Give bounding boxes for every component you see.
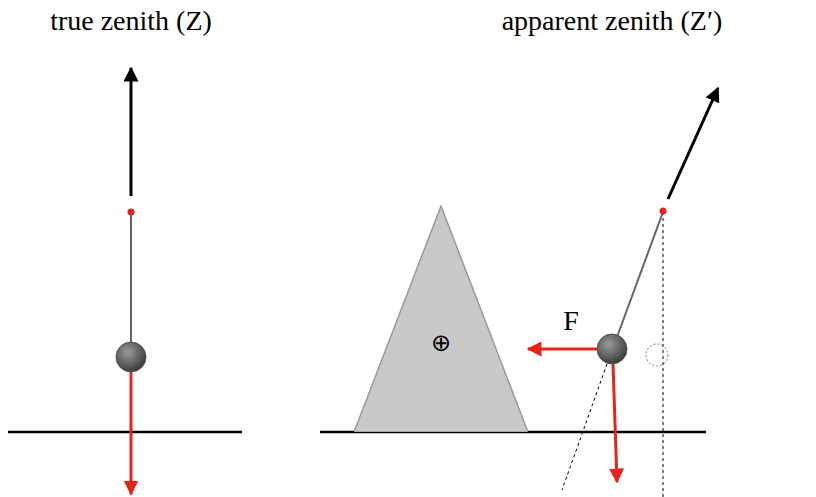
force-label: F <box>563 306 579 337</box>
mountain-mass: ⊕ <box>354 205 528 432</box>
pendulum-bob <box>116 342 146 372</box>
zenith-label: apparent zenith (Z′) <box>502 6 723 37</box>
gravity-arrow <box>613 364 617 482</box>
mass-symbol: ⊕ <box>354 329 528 357</box>
apparent-vertical <box>562 364 607 490</box>
pivot-dot <box>660 208 667 215</box>
true-vertical <box>663 212 664 497</box>
gravity-arrow <box>130 372 133 494</box>
mountain-shape <box>354 206 528 432</box>
zenith-label: true zenith (Z) <box>50 6 212 37</box>
zenith-arrow <box>130 68 133 196</box>
ground-line <box>8 431 242 434</box>
pendulum-string <box>130 212 132 345</box>
pivot-dot <box>128 209 135 216</box>
pendulum-bob <box>597 334 627 364</box>
attraction-arrow <box>528 348 597 351</box>
mountain-outline <box>354 205 528 432</box>
apparent-zenith-arrow <box>668 88 718 199</box>
original-bob-position <box>646 344 668 366</box>
pendulum-string <box>617 212 663 337</box>
